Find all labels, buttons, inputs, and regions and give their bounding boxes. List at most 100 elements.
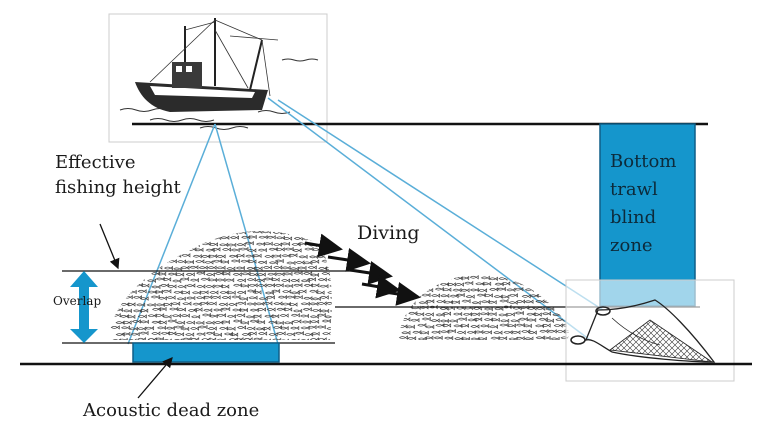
fish-school-icon xyxy=(138,253,148,259)
fish-school-icon xyxy=(498,336,508,340)
fish-school-icon xyxy=(180,265,190,270)
fish-school-icon xyxy=(311,296,321,302)
fish-school-icon xyxy=(151,284,161,290)
fish-school-icon xyxy=(220,259,230,265)
fish-school-icon xyxy=(325,301,332,306)
fish-school-icon xyxy=(541,288,551,293)
fish-school-icon xyxy=(236,301,246,306)
fish-school-icon xyxy=(319,283,329,289)
fish-school-icon xyxy=(253,231,263,234)
fish-school-icon xyxy=(147,337,157,340)
fish-school-icon xyxy=(150,294,160,300)
fish-school-icon xyxy=(238,307,248,313)
fish-school-icon xyxy=(211,247,221,252)
fish-school-icon xyxy=(215,225,223,228)
fish-school-icon xyxy=(226,326,236,331)
fish-school-icon xyxy=(112,247,122,253)
fish-school-icon xyxy=(146,242,156,248)
fish-school-icon xyxy=(542,311,552,316)
fish-school-icon xyxy=(201,337,211,340)
fish-school-icon xyxy=(263,241,273,246)
fish-school-icon xyxy=(329,308,332,314)
fish-school-icon xyxy=(173,241,183,247)
fish-school-icon xyxy=(166,295,176,300)
fish-school-icon xyxy=(232,307,242,313)
fish-school-icon xyxy=(283,320,293,326)
fish-school-icon xyxy=(520,281,530,287)
fish-school-icon xyxy=(253,266,263,271)
fish-school-icon xyxy=(455,292,465,298)
acoustic-dead-zone-label: Acoustic dead zone xyxy=(83,400,260,421)
fish-school-icon xyxy=(398,312,407,317)
fish-school-icon xyxy=(216,265,226,271)
fish-school-icon xyxy=(328,272,332,278)
fish-school-icon xyxy=(417,323,427,328)
fish-school-icon xyxy=(218,302,228,307)
fish-school-icon xyxy=(476,292,486,298)
fish-school-icon xyxy=(177,284,187,289)
fish-school-icon xyxy=(470,336,480,340)
fish-school-icon xyxy=(220,235,230,240)
fish-school-icon xyxy=(113,283,123,288)
fish-school-icon xyxy=(164,265,174,271)
fish-school-left xyxy=(108,224,332,340)
fish-school-icon xyxy=(220,284,230,289)
fish-school-icon xyxy=(401,317,411,322)
fish-school-icon xyxy=(315,290,325,295)
fish-school-icon xyxy=(475,281,485,287)
fish-school-icon xyxy=(162,289,172,294)
fish-school-icon xyxy=(144,265,154,270)
fish-school-icon xyxy=(205,331,215,336)
fish-school-icon xyxy=(140,225,148,228)
fish-school-icon xyxy=(465,294,475,299)
fish-school-icon xyxy=(176,296,186,302)
fish-school-icon xyxy=(460,275,470,281)
fish-school-icon xyxy=(258,331,268,336)
fish-school-icon xyxy=(139,308,149,313)
fish-school-icon xyxy=(460,336,470,340)
fish-school-icon xyxy=(288,253,298,258)
fish-school-icon xyxy=(327,290,332,295)
fish-school-icon xyxy=(321,258,331,264)
fish-school-icon xyxy=(422,282,432,288)
fish-school-icon xyxy=(154,289,164,295)
fish-school-icon xyxy=(524,336,534,340)
fish-school-icon xyxy=(467,270,475,273)
fish-school-icon xyxy=(196,235,206,240)
fish-school-icon xyxy=(398,324,408,329)
fish-school-icon xyxy=(270,314,280,319)
fish-school-icon xyxy=(262,265,272,270)
fish-school-icon xyxy=(482,330,492,335)
fish-school-icon xyxy=(448,274,458,275)
fish-school-icon xyxy=(510,318,520,324)
fish-school-icon xyxy=(398,335,408,340)
fish-school-icon xyxy=(108,290,118,295)
fish-school-icon xyxy=(216,254,226,259)
fish-school-icon xyxy=(419,274,429,275)
fish-school-icon xyxy=(286,260,296,266)
fish-school-icon xyxy=(261,338,271,340)
fish-school-icon xyxy=(297,289,307,294)
fish-school-icon xyxy=(122,224,130,227)
fish-school-icon xyxy=(483,293,493,298)
fish-school-icon xyxy=(556,329,566,334)
fish-school-icon xyxy=(229,332,239,337)
fish-school-icon xyxy=(487,300,497,305)
fish-school-icon xyxy=(450,299,460,305)
fish-school-icon xyxy=(539,282,549,288)
fish-school-icon xyxy=(430,318,440,323)
fish-school-icon xyxy=(191,314,201,320)
fish-school-icon xyxy=(529,282,539,287)
fish-school-icon xyxy=(205,320,215,325)
fish-school-icon xyxy=(532,312,542,317)
fish-school-icon xyxy=(201,241,211,247)
fish-school-icon xyxy=(209,242,219,247)
fish-school-icon xyxy=(428,304,438,310)
fish-school-icon xyxy=(470,312,480,317)
fish-school-icon xyxy=(508,300,518,305)
trawler-boat-icon xyxy=(108,13,328,143)
fish-school-icon xyxy=(252,290,262,295)
fish-school-icon xyxy=(256,307,266,312)
fish-school-icon xyxy=(256,272,266,277)
